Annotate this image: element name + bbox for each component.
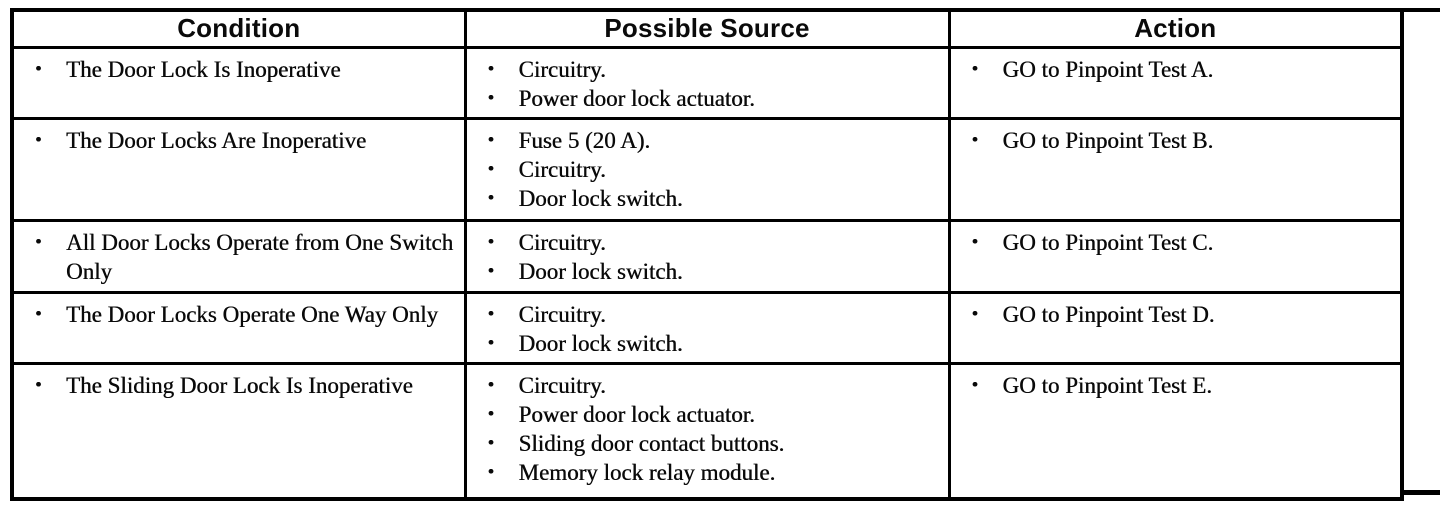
bullet-icon: • <box>35 129 42 151</box>
possible-source-cell-text: Door lock switch. <box>518 258 683 284</box>
bullet-item: • Door lock switch. <box>469 257 942 286</box>
action-cell: • GO to Pinpoint Test B. <box>947 116 1404 222</box>
bullet-item: • GO to Pinpoint Test A. <box>953 55 1395 84</box>
bullet-icon: • <box>971 303 979 325</box>
bullet-item: • GO to Pinpoint Test C. <box>953 228 1395 257</box>
possible-source-cell-text: Fuse 5 (20 A). <box>518 127 651 153</box>
possible-source-cell-text: Circuitry. <box>518 301 606 327</box>
bullet-icon: • <box>487 374 495 396</box>
bullet-item: • Power door lock actuator. <box>469 400 942 429</box>
possible-source-cell-text: Memory lock relay module. <box>518 459 776 485</box>
possible-source-cell-text: Circuitry. <box>518 372 606 398</box>
table-row: • The Door Locks Are Inoperative • Fuse 5 (… <box>10 116 1404 222</box>
condition-cell-text: All Door Locks Operate from One Switch O… <box>66 229 454 284</box>
possible-source-cell-text: Door lock switch. <box>518 185 683 211</box>
bullet-item: • Door lock switch. <box>469 184 942 213</box>
bullet-item: • All Door Locks Operate from One Switch … <box>16 228 458 286</box>
condition-cell-text: The Door Lock Is Inoperative <box>66 56 341 82</box>
bullet-icon: • <box>487 87 495 109</box>
bullet-item: • Circuitry. <box>469 371 942 400</box>
bullet-item: • The Sliding Door Lock Is Inoperative <box>16 371 458 400</box>
possible-source-cell-text: Circuitry. <box>518 229 606 255</box>
bullet-icon: • <box>487 432 495 454</box>
bullet-item: • Door lock switch. <box>469 329 942 358</box>
bullet-icon: • <box>487 231 495 253</box>
bullet-item: • Fuse 5 (20 A). <box>469 126 942 155</box>
action-cell-text: GO to Pinpoint Test E. <box>1002 372 1212 398</box>
action-cell-text: GO to Pinpoint Test B. <box>1002 127 1214 153</box>
column-header-possible-source: Possible Source <box>463 8 951 49</box>
condition-cell-text: The Sliding Door Lock Is Inoperative <box>66 372 413 398</box>
condition-cell-text: The Door Locks Are Inoperative <box>66 127 367 153</box>
bullet-icon: • <box>487 158 495 180</box>
bullet-item: • Circuitry. <box>469 55 942 84</box>
possible-source-cell: • Circuitry. • Door lock switch. <box>463 290 951 365</box>
bullet-item: • GO to Pinpoint Test E. <box>953 371 1395 400</box>
bullet-icon: • <box>35 303 42 325</box>
action-cell: • GO to Pinpoint Test E. <box>947 361 1404 501</box>
column-header-action: Action <box>947 8 1404 49</box>
column-header-condition: Condition <box>10 8 467 49</box>
bullet-item: • GO to Pinpoint Test B. <box>953 126 1395 155</box>
condition-cell: • The Door Locks Operate One Way Only <box>10 290 467 365</box>
action-cell: • GO to Pinpoint Test D. <box>947 290 1404 365</box>
possible-source-cell: • Circuitry. • Power door lock actuator. <box>463 45 951 120</box>
bullet-item: • Circuitry. <box>469 300 942 329</box>
condition-cell: • The Door Lock Is Inoperative <box>10 45 467 120</box>
possible-source-cell: • Circuitry. • Power door lock actuator. • Sl… <box>463 361 951 501</box>
possible-source-cell-text: Power door lock actuator. <box>518 401 755 427</box>
bullet-item: • The Door Locks Operate One Way Only <box>16 300 458 329</box>
bullet-item: • Sliding door contact buttons. <box>469 429 942 458</box>
bullet-icon: • <box>971 374 979 396</box>
table-header-row: Condition Possible Source Action <box>10 8 1404 49</box>
bullet-icon: • <box>35 374 42 396</box>
bullet-item: • Memory lock relay module. <box>469 458 942 487</box>
possible-source-cell-text: Circuitry. <box>518 156 606 182</box>
bullet-icon: • <box>487 129 495 151</box>
bullet-item: • GO to Pinpoint Test D. <box>953 300 1395 329</box>
possible-source-cell-text: Circuitry. <box>518 56 606 82</box>
bullet-item: • Circuitry. <box>469 155 942 184</box>
table-row: • All Door Locks Operate from One Switch … <box>10 218 1404 294</box>
action-cell-text: GO to Pinpoint Test C. <box>1002 229 1214 255</box>
action-cell: • GO to Pinpoint Test A. <box>947 45 1404 120</box>
possible-source-cell-text: Power door lock actuator. <box>518 85 755 111</box>
bullet-item: • The Door Lock Is Inoperative <box>16 55 458 84</box>
bullet-icon: • <box>487 260 495 282</box>
bullet-icon: • <box>971 231 979 253</box>
table-row: • The Door Lock Is Inoperative • Circuitry.… <box>10 45 1404 120</box>
bullet-item: • The Door Locks Are Inoperative <box>16 126 458 155</box>
condition-cell-text: The Door Locks Operate One Way Only <box>66 301 438 327</box>
condition-cell: • All Door Locks Operate from One Switch … <box>10 218 467 294</box>
bullet-item: • Power door lock actuator. <box>469 84 942 113</box>
bullet-icon: • <box>35 58 42 80</box>
bullet-icon: • <box>487 303 495 325</box>
action-cell-text: GO to Pinpoint Test A. <box>1002 56 1214 82</box>
bullet-item: • Circuitry. <box>469 228 942 257</box>
bullet-icon: • <box>487 58 495 80</box>
table-row: • The Door Locks Operate One Way Only • Cir… <box>10 290 1404 365</box>
bullet-icon: • <box>487 187 495 209</box>
action-cell-text: GO to Pinpoint Test D. <box>1002 301 1215 327</box>
bullet-icon: • <box>971 58 979 80</box>
possible-source-cell: • Fuse 5 (20 A). • Circuitry. • Door lock swi… <box>463 116 951 222</box>
action-cell: • GO to Pinpoint Test C. <box>947 218 1404 294</box>
bullet-icon: • <box>35 231 42 253</box>
possible-source-cell: • Circuitry. • Door lock switch. <box>463 218 951 294</box>
possible-source-cell-text: Sliding door contact buttons. <box>518 430 785 456</box>
possible-source-cell-text: Door lock switch. <box>518 330 683 356</box>
condition-cell: • The Door Locks Are Inoperative <box>10 116 467 222</box>
table-row: • The Sliding Door Lock Is Inoperative • Ci… <box>10 361 1404 501</box>
bullet-icon: • <box>487 461 495 483</box>
bullet-icon: • <box>971 129 979 151</box>
condition-cell: • The Sliding Door Lock Is Inoperative <box>10 361 467 501</box>
bullet-icon: • <box>487 332 495 354</box>
bullet-icon: • <box>487 403 495 425</box>
door-lock-diagnosis-table: Condition Possible Source Action • The Do… <box>10 8 1404 501</box>
